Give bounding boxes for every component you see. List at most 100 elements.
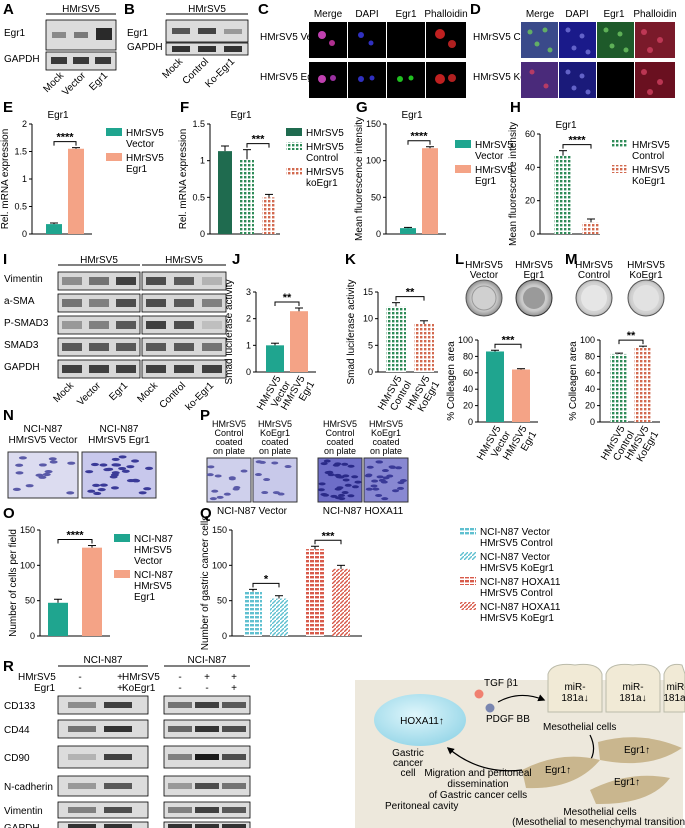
cell <box>380 480 388 484</box>
row-label: GAPDH <box>4 362 40 373</box>
chart-title: Egr1 <box>230 110 252 121</box>
mir-label: miR-181a↓ <box>619 682 646 704</box>
y-tick-label: 150 <box>212 525 227 535</box>
panel-b-header: HMrSV5 <box>188 4 226 15</box>
panel-d-microscopy: Merge DAPI Egr1 Phalloidin HMrSV5 Contro… <box>473 9 677 98</box>
cell <box>35 473 44 477</box>
micro-image <box>635 62 675 98</box>
y-tick-label: 50 <box>371 192 381 202</box>
band <box>62 365 82 373</box>
bar <box>48 602 68 636</box>
transwell <box>252 457 298 503</box>
band <box>195 783 219 789</box>
significance-bracket <box>494 343 522 349</box>
micro-image <box>635 22 675 58</box>
cell <box>214 474 222 478</box>
cell <box>364 474 372 478</box>
band <box>172 46 190 52</box>
plate-inner <box>581 285 607 311</box>
col-label: Egr1 <box>395 9 417 20</box>
y-tick-label: 2 <box>22 119 27 129</box>
panel-c-microscopy: Merge DAPI Egr1 Phalloidin HMrSV5 Vector… <box>260 9 468 98</box>
band <box>198 28 216 34</box>
panel-a-header: HMrSV5 <box>62 4 100 15</box>
significance-bracket <box>252 582 280 588</box>
y-tick-label: 10 <box>363 314 373 324</box>
x-tick-label: HMrSV5Control <box>376 374 414 418</box>
panel-a-western: HMrSV5 Egr1 GAPDH Mock Vector Egr1 <box>4 4 117 98</box>
band <box>202 343 222 351</box>
bar <box>306 549 324 636</box>
y-tick-label: 60 <box>525 129 535 139</box>
cell <box>48 457 57 461</box>
significance-bracket <box>53 141 77 146</box>
cell <box>93 491 102 496</box>
panel-b-row-gapdh: GAPDH <box>127 42 163 53</box>
bar <box>290 311 308 372</box>
y-tick-label: 0 <box>22 229 27 239</box>
cell <box>15 471 24 475</box>
row-label: HMrSV5 Egr1 <box>260 72 322 83</box>
band <box>62 321 82 329</box>
col-label: DAPI <box>565 9 588 20</box>
lane-label: Ko-Egr1 <box>203 56 237 90</box>
y-tick-label: 50 <box>25 596 35 606</box>
cell <box>381 497 389 501</box>
y-tick-label: 0 <box>376 229 381 239</box>
y-axis-label: Smad luciferase activity <box>346 279 357 384</box>
cavity-label: Peritoneal cavity <box>385 801 458 812</box>
x-tick-label: HMrSV5KoEgr1 <box>623 424 661 468</box>
legend-swatch <box>455 165 471 173</box>
y-tick-label: 80 <box>463 351 473 361</box>
significance-bracket <box>395 296 425 301</box>
lane-label: Mock <box>135 380 160 405</box>
hoxa11-label: HOXA11↑ <box>400 716 444 727</box>
y-tick-label: 0.5 <box>14 202 27 212</box>
panel-b-western: HMrSV5 Egr1 GAPDH Mock Control Ko-Egr1 <box>127 4 249 90</box>
bar <box>262 197 276 234</box>
lane-label: Egr1 <box>87 70 110 93</box>
legend-swatch <box>612 140 628 148</box>
significance-bracket <box>246 143 270 148</box>
band <box>195 726 219 732</box>
panel-r-header: NCI-N87 <box>188 655 227 666</box>
band <box>174 277 194 285</box>
y-tick-label: 150 <box>20 525 35 535</box>
y-tick-label: 0 <box>530 229 535 239</box>
significance-label: *** <box>252 134 266 146</box>
band <box>174 365 194 373</box>
panel-i-western: HMrSV5 HMrSV5 Vimentin a-SMA P-SMAD3 SMA… <box>4 255 227 413</box>
bar <box>422 148 438 234</box>
y-tick-label: 3 <box>246 287 251 297</box>
legend-entry: HMrSV5 <box>306 128 344 139</box>
mir-labels: miR-181a↓miR-181a↓miR-181a↓ <box>561 682 685 704</box>
micro-image <box>559 62 596 98</box>
cell <box>223 492 231 496</box>
bar <box>240 159 254 234</box>
band <box>146 277 166 285</box>
cond-mark: + <box>204 672 210 683</box>
bar <box>400 228 416 234</box>
legend-swatch <box>106 153 122 161</box>
mesothelial-cell-icon <box>547 663 603 713</box>
panel-letter-a: A <box>3 1 14 18</box>
cell <box>211 489 219 493</box>
bar <box>244 591 262 636</box>
significance-bracket <box>407 140 431 145</box>
band <box>168 783 192 789</box>
cell <box>322 493 330 497</box>
row-label: CD90 <box>4 753 30 764</box>
cond-mark: - <box>78 672 81 683</box>
blot-strip <box>57 745 149 769</box>
cell <box>338 493 346 497</box>
